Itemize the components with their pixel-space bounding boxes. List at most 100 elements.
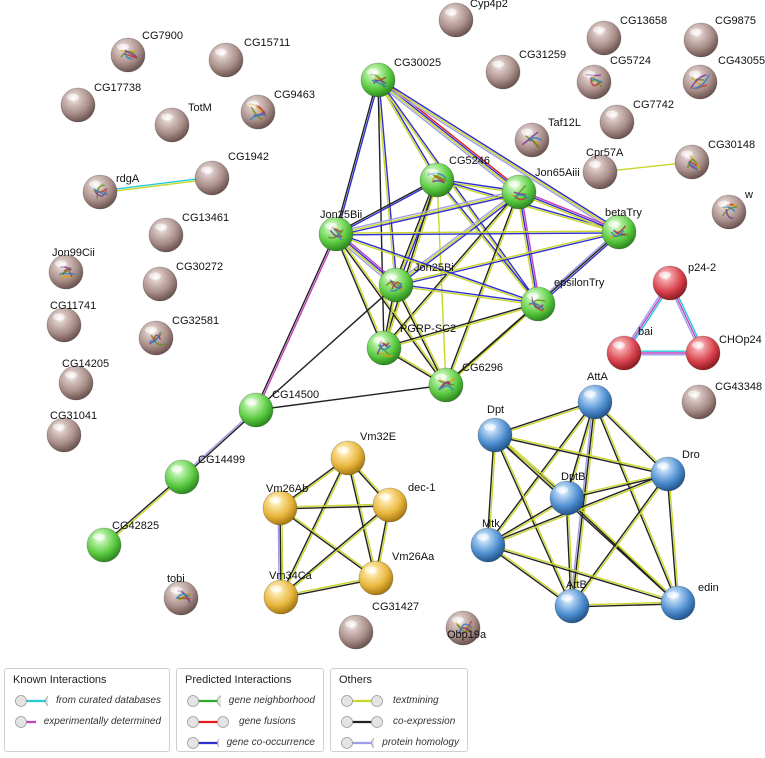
node-Vm26Aa[interactable]: Vm26Aa (358, 551, 435, 596)
node-Mtk[interactable]: Mtk (470, 518, 506, 563)
node-CG13461[interactable]: CG13461 (148, 212, 229, 253)
node-rdgA[interactable]: rdgA (82, 173, 140, 210)
node-CG31041[interactable]: CG31041 (46, 410, 97, 453)
node-CG42825[interactable]: CG42825 (86, 520, 159, 563)
node-ball[interactable] (660, 585, 696, 621)
node-ball[interactable] (148, 217, 184, 253)
node-CG31259[interactable]: CG31259 (485, 49, 566, 90)
node-Jon65Aiii[interactable]: Jon65Aiii (501, 167, 580, 210)
node-ball[interactable] (338, 614, 374, 650)
node-ball[interactable] (46, 417, 82, 453)
node-ball[interactable] (238, 392, 274, 428)
node-ball[interactable] (711, 194, 747, 230)
node-Vm34Ca[interactable]: Vm34Ca (263, 570, 313, 615)
node-ball[interactable] (652, 265, 688, 301)
node-CG13658[interactable]: CG13658 (586, 15, 667, 56)
node-CG14500[interactable]: CG14500 (238, 389, 319, 428)
node-ball[interactable] (58, 365, 94, 401)
node-ball[interactable] (681, 384, 717, 420)
node-Cyp4p2[interactable]: Cyp4p2 (438, 0, 508, 38)
node-ball[interactable] (208, 42, 244, 78)
node-CG7742[interactable]: CG7742 (599, 99, 674, 140)
node-ball[interactable] (366, 330, 402, 366)
node-ball[interactable] (428, 367, 464, 403)
node-CHOp24[interactable]: CHOp24 (685, 334, 762, 371)
node-Jon25Bii[interactable]: Jon25Bii (318, 209, 362, 252)
node-ball[interactable] (470, 527, 506, 563)
node-PGRP-SC2[interactable]: PGRP-SC2 (366, 323, 456, 366)
node-ball[interactable] (154, 107, 190, 143)
node-CG14499[interactable]: CG14499 (164, 454, 245, 495)
node-ball[interactable] (372, 487, 408, 523)
node-ball[interactable] (683, 22, 719, 58)
node-edin[interactable]: edin (660, 582, 719, 621)
node-ball[interactable] (549, 480, 585, 516)
node-Taf12L[interactable]: Taf12L (514, 117, 581, 158)
node-Jon99Cii[interactable]: Jon99Cii (48, 247, 95, 290)
node-CG43348[interactable]: CG43348 (681, 381, 762, 420)
node-CG9875[interactable]: CG9875 (683, 15, 756, 58)
node-CG31427[interactable]: CG31427 (338, 601, 419, 650)
node-CG5246[interactable]: CG5246 (419, 155, 490, 198)
node-ball[interactable] (477, 417, 513, 453)
node-CG7900[interactable]: CG7900 (110, 30, 183, 73)
node-CG1942[interactable]: CG1942 (194, 151, 269, 196)
node-CG11741[interactable]: CG11741 (46, 300, 96, 343)
node-bai[interactable]: bai (606, 326, 653, 371)
node-epsilonTry[interactable]: epsilonTry (520, 277, 605, 322)
node-Obp19a[interactable]: Obp19a (445, 610, 487, 646)
node-ball[interactable] (650, 456, 686, 492)
node-ball[interactable] (46, 307, 82, 343)
node-Dro[interactable]: Dro (650, 449, 700, 492)
node-Jon25Bi[interactable]: Jon25Bi (378, 262, 454, 303)
node-CG5724[interactable]: CG5724 (576, 55, 651, 100)
node-ball[interactable] (599, 104, 635, 140)
node-TotM[interactable]: TotM (154, 102, 212, 143)
node-ball[interactable] (318, 216, 354, 252)
node-AttA[interactable]: AttA (577, 371, 613, 420)
node-ball[interactable] (682, 64, 718, 100)
node-dec-1[interactable]: dec-1 (372, 482, 436, 523)
node-ball[interactable] (554, 588, 590, 624)
node-CG32581[interactable]: CG32581 (138, 315, 219, 356)
node-ball[interactable] (577, 384, 613, 420)
node-Vm26Ab[interactable]: Vm26Ab (262, 483, 308, 526)
node-ball[interactable] (576, 64, 612, 100)
node-ball[interactable] (438, 2, 474, 38)
node-CG14205[interactable]: CG14205 (58, 358, 109, 401)
node-Cpr57A[interactable]: Cpr57A (582, 147, 624, 190)
node-CG30272[interactable]: CG30272 (142, 261, 223, 302)
node-ball[interactable] (164, 459, 200, 495)
node-ball[interactable] (485, 54, 521, 90)
node-ball[interactable] (378, 267, 414, 303)
node-DptB[interactable]: DptB (549, 471, 585, 516)
node-ball[interactable] (240, 94, 276, 130)
node-highlight (608, 220, 620, 228)
node-ball[interactable] (606, 335, 642, 371)
node-ball[interactable] (685, 335, 721, 371)
node-betaTry[interactable]: betaTry (601, 207, 642, 250)
node-ball[interactable] (582, 154, 618, 190)
node-ball[interactable] (60, 87, 96, 123)
node-CG43055[interactable]: CG43055 (682, 55, 765, 100)
node-CG9463[interactable]: CG9463 (240, 89, 315, 130)
node-CG30148[interactable]: CG30148 (674, 139, 755, 180)
node-ball[interactable] (86, 527, 122, 563)
node-ball[interactable] (330, 440, 366, 476)
node-AttB[interactable]: AttB (554, 579, 590, 624)
node-ball[interactable] (263, 579, 299, 615)
node-w[interactable]: w (711, 189, 753, 230)
node-CG15711[interactable]: CG15711 (208, 37, 290, 78)
node-p24-2[interactable]: p24-2 (652, 262, 716, 301)
node-CG6296[interactable]: CG6296 (428, 362, 503, 403)
node-ball[interactable] (142, 266, 178, 302)
node-ball[interactable] (194, 160, 230, 196)
node-ball[interactable] (358, 560, 394, 596)
node-Vm32E[interactable]: Vm32E (330, 431, 396, 476)
node-Dpt[interactable]: Dpt (477, 404, 513, 453)
node-ball[interactable] (262, 490, 298, 526)
node-CG17738[interactable]: CG17738 (60, 82, 141, 123)
node-CG30025[interactable]: CG30025 (360, 57, 441, 98)
node-ball[interactable] (586, 20, 622, 56)
node-tobi[interactable]: tobi (163, 573, 199, 616)
